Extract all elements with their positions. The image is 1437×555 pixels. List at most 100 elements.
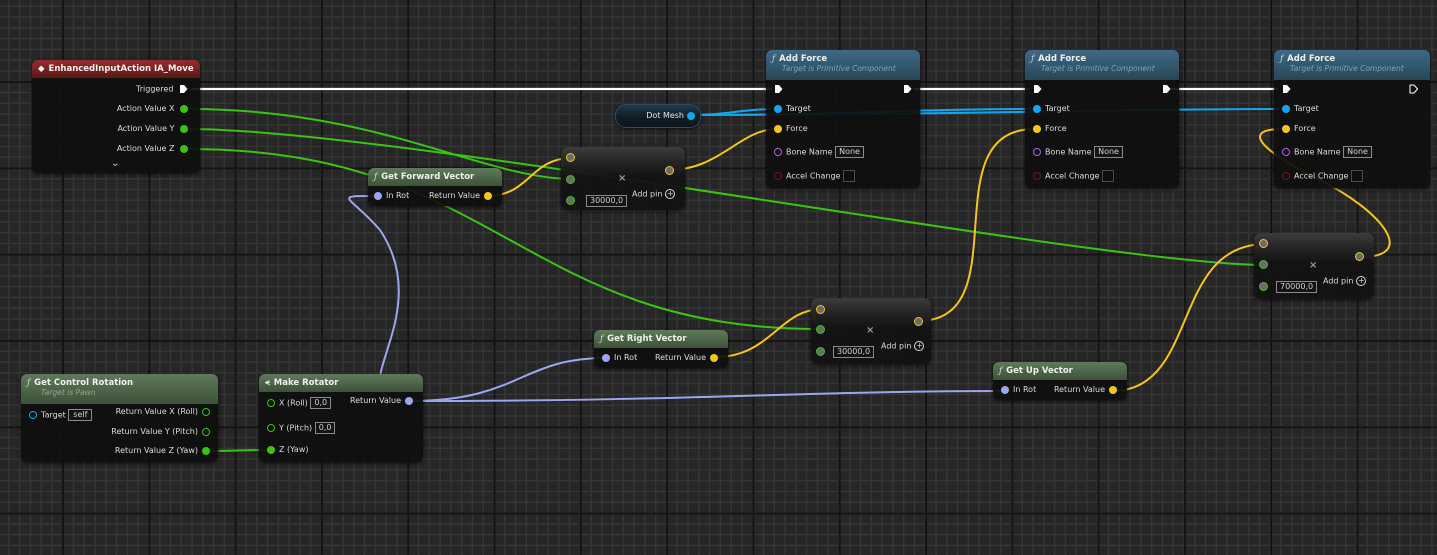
exec-pin-icon[interactable] — [179, 84, 188, 94]
multiplier-value[interactable]: 70000,0 — [1276, 281, 1318, 293]
object-pin-icon[interactable] — [687, 112, 695, 120]
vector-pin-icon[interactable] — [1355, 252, 1364, 261]
pin-action-value-y[interactable]: Action Value Y — [117, 124, 188, 134]
pin-target[interactable]: Target — [774, 104, 811, 114]
pin-return-z[interactable]: Return Value Z (Yaw) — [115, 446, 210, 456]
multiplier-input[interactable]: 70000,0 — [1276, 281, 1318, 293]
float-pin-icon[interactable] — [566, 196, 575, 205]
object-pin-icon[interactable] — [774, 104, 782, 113]
float-pin-icon[interactable] — [816, 325, 825, 334]
float-pin-icon[interactable] — [1259, 260, 1268, 269]
float-pin-icon[interactable] — [202, 427, 210, 436]
pin-return-value[interactable]: Return Value — [1054, 385, 1117, 395]
float-pin-icon[interactable] — [566, 175, 575, 184]
pin-z-yaw[interactable]: Z (Yaw) — [267, 445, 309, 455]
bone-name-input[interactable]: None — [835, 146, 864, 158]
float-pin-icon[interactable] — [180, 124, 188, 133]
dot-mesh-variable[interactable]: Dot Mesh — [615, 104, 701, 128]
pin-return-value[interactable]: Return Value — [655, 353, 718, 363]
pin-accel-change[interactable]: Accel Change — [774, 170, 855, 182]
exec-in-pin-icon[interactable] — [1282, 84, 1291, 94]
accel-change-checkbox[interactable] — [843, 170, 855, 182]
pin-action-value-x[interactable]: Action Value X — [117, 104, 188, 114]
pin-bone-name[interactable]: Bone Name None — [1282, 146, 1372, 158]
vector-pin-icon[interactable] — [566, 153, 575, 162]
float-pin-icon[interactable] — [816, 347, 825, 356]
bone-name-input[interactable]: None — [1343, 146, 1372, 158]
multiply-node-1[interactable]: 30000,0 × Add pin+ — [561, 147, 685, 210]
target-self-input[interactable]: self — [68, 409, 93, 421]
pin-target[interactable]: Target — [1033, 104, 1070, 114]
float-pin-icon[interactable] — [267, 424, 275, 432]
multiplier-value[interactable]: 30000,0 — [833, 346, 875, 358]
vector-pin-icon[interactable] — [914, 317, 923, 326]
multiplier-input[interactable]: 30000,0 — [833, 346, 875, 358]
vector-pin-icon[interactable] — [1282, 124, 1290, 133]
float-pin-icon[interactable] — [267, 399, 275, 407]
pin-in-rot[interactable]: In Rot — [602, 353, 637, 363]
pin-return-value[interactable]: Return Value — [429, 191, 492, 201]
pin-accel-change[interactable]: Accel Change — [1282, 170, 1363, 182]
multiply-node-3[interactable]: 70000,0 × Add pin+ — [1254, 233, 1374, 299]
float-pin-icon[interactable] — [180, 104, 188, 113]
pin-accel-change[interactable]: Accel Change — [1033, 170, 1114, 182]
pin-in-rot[interactable]: In Rot — [1001, 385, 1036, 395]
name-pin-icon[interactable] — [1282, 148, 1290, 156]
vector-pin-icon[interactable] — [665, 166, 674, 175]
float-pin-icon[interactable] — [1259, 282, 1268, 291]
bool-pin-icon[interactable] — [1282, 172, 1290, 180]
bone-name-input[interactable]: None — [1094, 146, 1123, 158]
vector-pin-icon[interactable] — [710, 353, 718, 362]
rotator-pin-icon[interactable] — [405, 396, 413, 405]
rotator-pin-icon[interactable] — [1001, 385, 1009, 394]
name-pin-icon[interactable] — [774, 148, 782, 156]
pin-return-y[interactable]: Return Value Y (Pitch) — [111, 427, 210, 437]
add-pin-button[interactable]: Add pin+ — [881, 341, 925, 351]
vector-pin-icon[interactable] — [1109, 385, 1117, 394]
pin-target[interactable]: Target self — [29, 409, 93, 421]
exec-out-pin-icon[interactable] — [1409, 84, 1418, 94]
object-pin-icon[interactable] — [1033, 104, 1041, 113]
vector-pin-icon[interactable] — [1033, 124, 1041, 133]
event-node-ia-move[interactable]: ◆EnhancedInputAction IA_Move Triggered A… — [32, 60, 200, 173]
multiply-node-2[interactable]: 30000,0 × Add pin+ — [811, 298, 931, 364]
exec-out-pin-icon[interactable] — [1162, 84, 1171, 94]
multiplier-value[interactable]: 30000,0 — [586, 195, 628, 207]
pin-return-value[interactable]: Return Value — [350, 396, 413, 406]
roll-input[interactable]: 0,0 — [310, 397, 332, 409]
float-pin-icon[interactable] — [202, 407, 210, 416]
name-pin-icon[interactable] — [1033, 148, 1041, 156]
pin-bone-name[interactable]: Bone Name None — [1033, 146, 1123, 158]
object-pin-icon[interactable] — [1282, 104, 1290, 113]
make-rotator-node[interactable]: ⪪Make Rotator X (Roll) 0,0 Y (Pitch) 0,0… — [259, 374, 423, 462]
vector-pin-icon[interactable] — [484, 191, 492, 200]
pin-force[interactable]: Force — [1282, 124, 1316, 134]
pitch-input[interactable]: 0,0 — [314, 422, 336, 434]
bool-pin-icon[interactable] — [1033, 172, 1041, 180]
pin-triggered[interactable]: Triggered — [136, 84, 188, 95]
pin-bone-name[interactable]: Bone Name None — [774, 146, 864, 158]
pin-return-x[interactable]: Return Value X (Roll) — [116, 407, 210, 417]
bool-pin-icon[interactable] — [774, 172, 782, 180]
rotator-pin-icon[interactable] — [602, 353, 610, 362]
rotator-pin-icon[interactable] — [374, 191, 382, 200]
float-pin-icon[interactable] — [202, 446, 210, 455]
accel-change-checkbox[interactable] — [1102, 170, 1114, 182]
pin-target[interactable]: Target — [1282, 104, 1319, 114]
multiplier-input[interactable]: 30000,0 — [586, 195, 628, 207]
exec-in-pin-icon[interactable] — [1033, 84, 1042, 94]
float-pin-icon[interactable] — [180, 144, 188, 153]
object-pin-icon[interactable] — [29, 411, 37, 419]
pin-force[interactable]: Force — [774, 124, 808, 134]
vector-pin-icon[interactable] — [774, 124, 782, 133]
exec-in-pin-icon[interactable] — [774, 84, 783, 94]
exec-out-pin-icon[interactable] — [903, 84, 912, 94]
add-pin-button[interactable]: Add pin+ — [1323, 276, 1367, 286]
pin-in-rot[interactable]: In Rot — [374, 191, 409, 201]
vector-pin-icon[interactable] — [1259, 239, 1268, 248]
